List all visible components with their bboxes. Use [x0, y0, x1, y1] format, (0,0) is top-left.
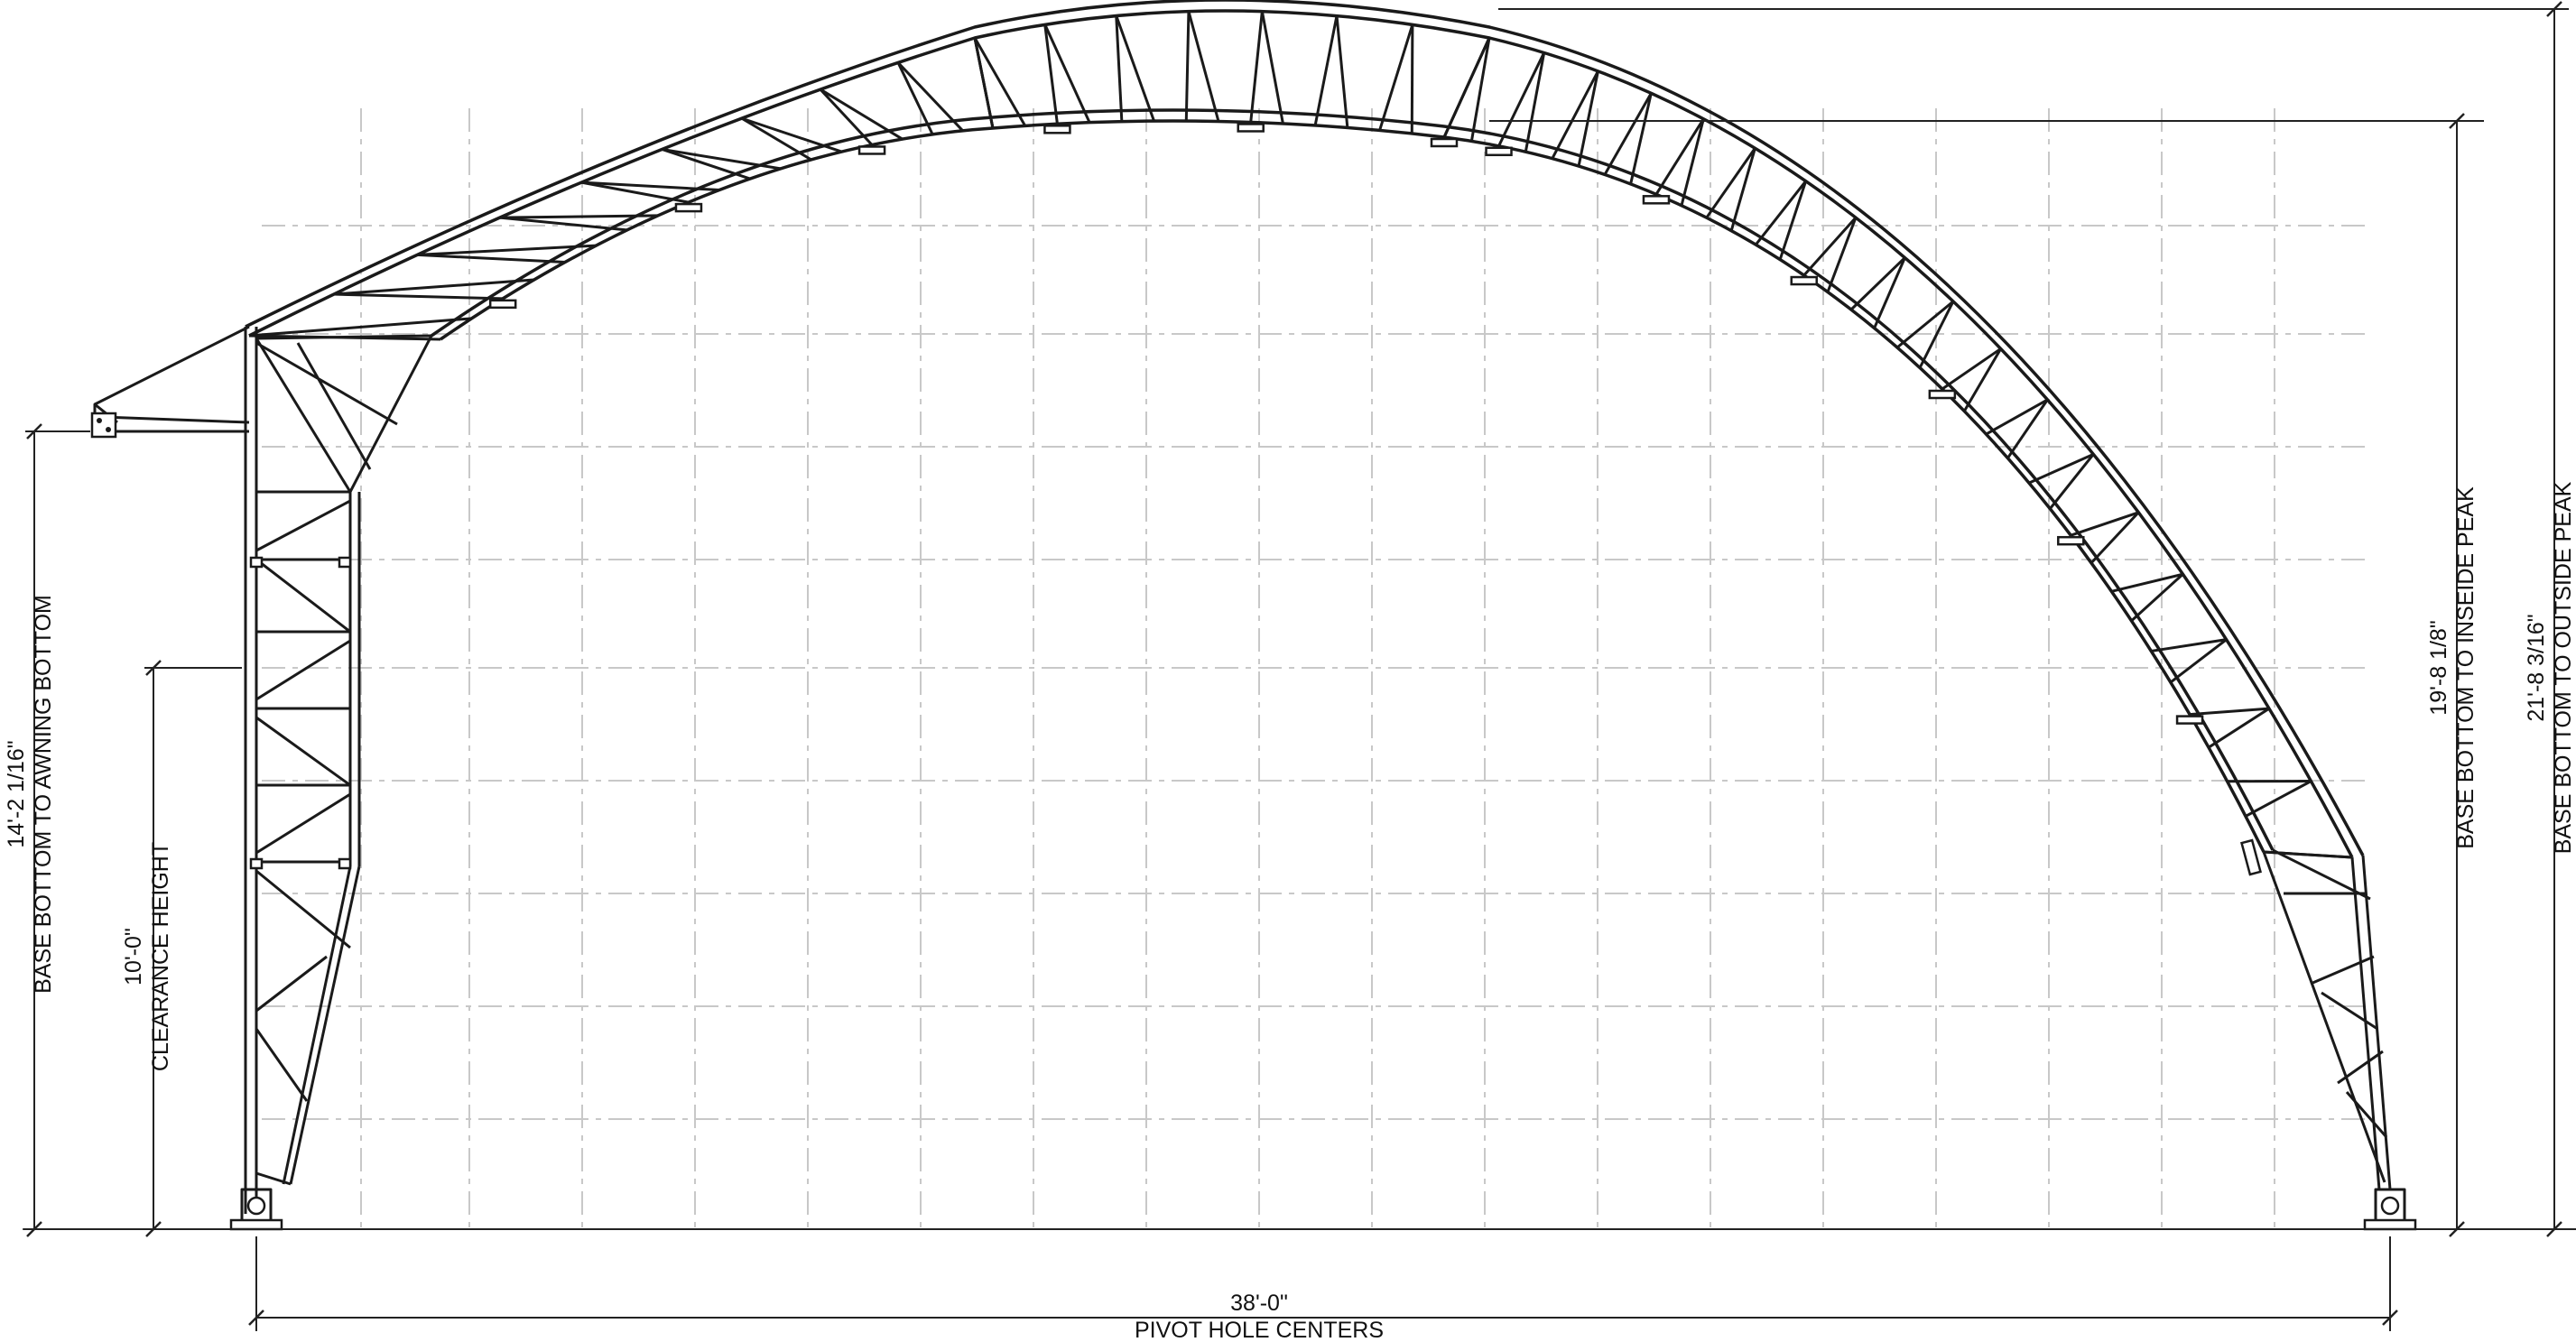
arch-truss-frame	[90, 0, 2417, 1231]
outer-chord-inner-line	[248, 9, 2354, 858]
dim-pivot-hole-centers: 38'-0" PIVOT HOLE CENTERS	[1135, 1291, 1384, 1342]
dim-clearance-height: 10'-0" CLEARANCE HEIGHT	[121, 842, 173, 1071]
dimension-lines	[23, 1, 2576, 1331]
dim-base-to-outside-peak: 21'-8 3/16" BASE BOTTOM TO OUTSIDE PEAK	[2524, 481, 2576, 854]
inner-chord	[431, 108, 2275, 851]
dim-pivot-value: 38'-0"	[1230, 1291, 1288, 1316]
right-base-plate	[2363, 1188, 2417, 1231]
dim-base-to-inside-peak: 19'-8 1/8" BASE BOTTOM TO INSEIDE PEAK	[2426, 486, 2479, 849]
right-leg	[2240, 838, 2392, 1190]
background-grid	[262, 108, 2365, 1229]
left-column	[244, 327, 433, 1214]
dim-inside-peak-label: BASE BOTTOM TO INSEIDE PEAK	[2453, 486, 2479, 849]
dim-awning-value: 14'-2 1/16"	[4, 740, 29, 847]
inner-chord-inner-line	[440, 119, 2266, 853]
dim-outside-peak-label: BASE BOTTOM TO OUTSIDE PEAK	[2551, 481, 2576, 854]
dim-outside-peak-value: 21'-8 3/16"	[2524, 614, 2549, 721]
dim-clearance-value: 10'-0"	[121, 928, 146, 986]
dim-inside-peak-value: 19'-8 1/8"	[2426, 620, 2451, 715]
outer-chord	[245, 0, 2365, 856]
dim-awning-label: BASE BOTTOM TO AWNING BOTTOM	[31, 595, 56, 994]
left-awning	[90, 325, 250, 439]
dim-base-to-awning-bottom: 14'-2 1/16" BASE BOTTOM TO AWNING BOTTOM	[4, 595, 56, 994]
dim-pivot-label: PIVOT HOLE CENTERS	[1135, 1318, 1384, 1342]
arch-web-members	[248, 11, 2353, 859]
dim-clearance-label: CLEARANCE HEIGHT	[148, 842, 173, 1071]
